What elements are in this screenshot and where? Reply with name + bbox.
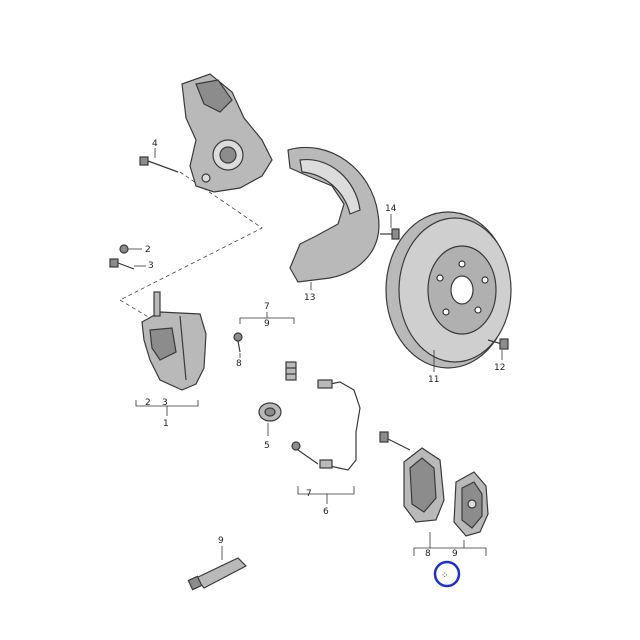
piston-5: 5 [258, 402, 282, 451]
guide-bolt-7 [291, 441, 319, 465]
dust-shield: 13 [287, 146, 380, 303]
brake-pad-outer [453, 471, 489, 537]
bracket-callout-1: 2 3 1 [135, 398, 199, 429]
callout-9-grease: 9 [218, 536, 224, 546]
callout-14: 14 [385, 204, 397, 214]
callout-1: 1 [163, 419, 169, 429]
bracket-callout-pads: 8 9 [413, 532, 487, 559]
callout-4: 4 [152, 139, 158, 149]
dust-cap-3: 3 [109, 258, 154, 271]
bolt-4: 4 [139, 139, 179, 173]
assembly-guide-lines [119, 171, 263, 319]
svg-text:⁘: ⁘ [441, 571, 449, 581]
bracket-callout-7-9-upper: 7 9 [239, 302, 295, 329]
callout-12: 12 [494, 363, 505, 373]
bracket-callout-6: 7 6 [297, 486, 355, 517]
steering-knuckle [181, 73, 273, 193]
callout-7-upper: 7 [264, 302, 270, 312]
callout-5: 5 [264, 441, 270, 451]
callout-8: 8 [236, 359, 242, 369]
bolt-12: 12 [487, 338, 509, 373]
callout-6: 6 [323, 507, 329, 517]
guide-bolt-8: 8 [233, 332, 243, 369]
brake-disc: 11 [385, 211, 512, 385]
bleeder-screw-2: 2 [119, 244, 151, 255]
callout-13: 13 [304, 293, 315, 303]
callout-9-upper: 9 [264, 319, 270, 329]
callout-9-pads: 9 [452, 549, 458, 559]
highlighted-callout[interactable]: ⁘ [433, 560, 461, 588]
screw-14: 14 [380, 204, 400, 240]
callout-11: 11 [428, 375, 439, 385]
callout-2: 2 [145, 245, 151, 255]
callout-8-pads: 8 [425, 549, 431, 559]
brake-caliper [141, 291, 207, 391]
grease-tube: 9 [187, 536, 248, 591]
callout-3: 3 [148, 261, 154, 271]
callout-3-caliper: 3 [162, 398, 168, 408]
callout-2-caliper: 2 [145, 398, 151, 408]
wear-indicator-wire [317, 379, 361, 471]
callout-7-lower: 7 [306, 489, 312, 499]
brake-pad-inner [379, 431, 445, 523]
guide-sleeve [285, 361, 297, 381]
